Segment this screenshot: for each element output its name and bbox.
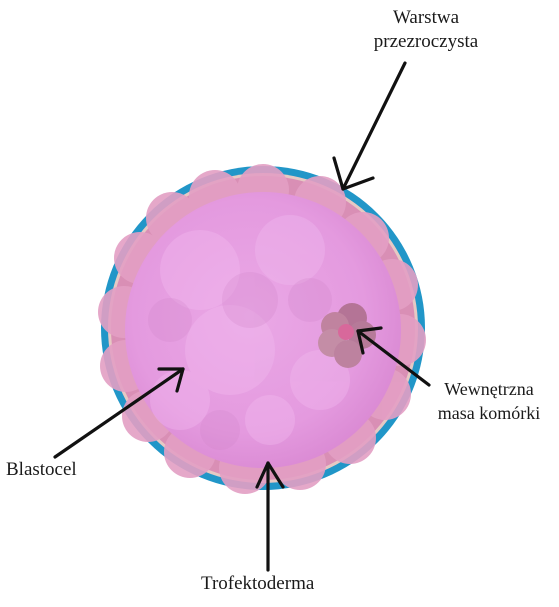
label-inner-cell-mass: Wewnętrzna masa komórki [419, 377, 559, 425]
label-zona-line2: przezroczysta [352, 30, 500, 54]
label-zona-line1: Warstwa [352, 6, 500, 30]
label-zona-pellucida: Warstwa przezroczysta [352, 6, 500, 54]
arrow-zona [334, 63, 405, 189]
label-icm-line1: Wewnętrzna [419, 377, 559, 401]
label-blastocoel: Blastocel [6, 458, 77, 482]
label-trophectoderm: Trofektoderma [201, 572, 314, 596]
label-icm-line2: masa komórki [419, 401, 559, 425]
